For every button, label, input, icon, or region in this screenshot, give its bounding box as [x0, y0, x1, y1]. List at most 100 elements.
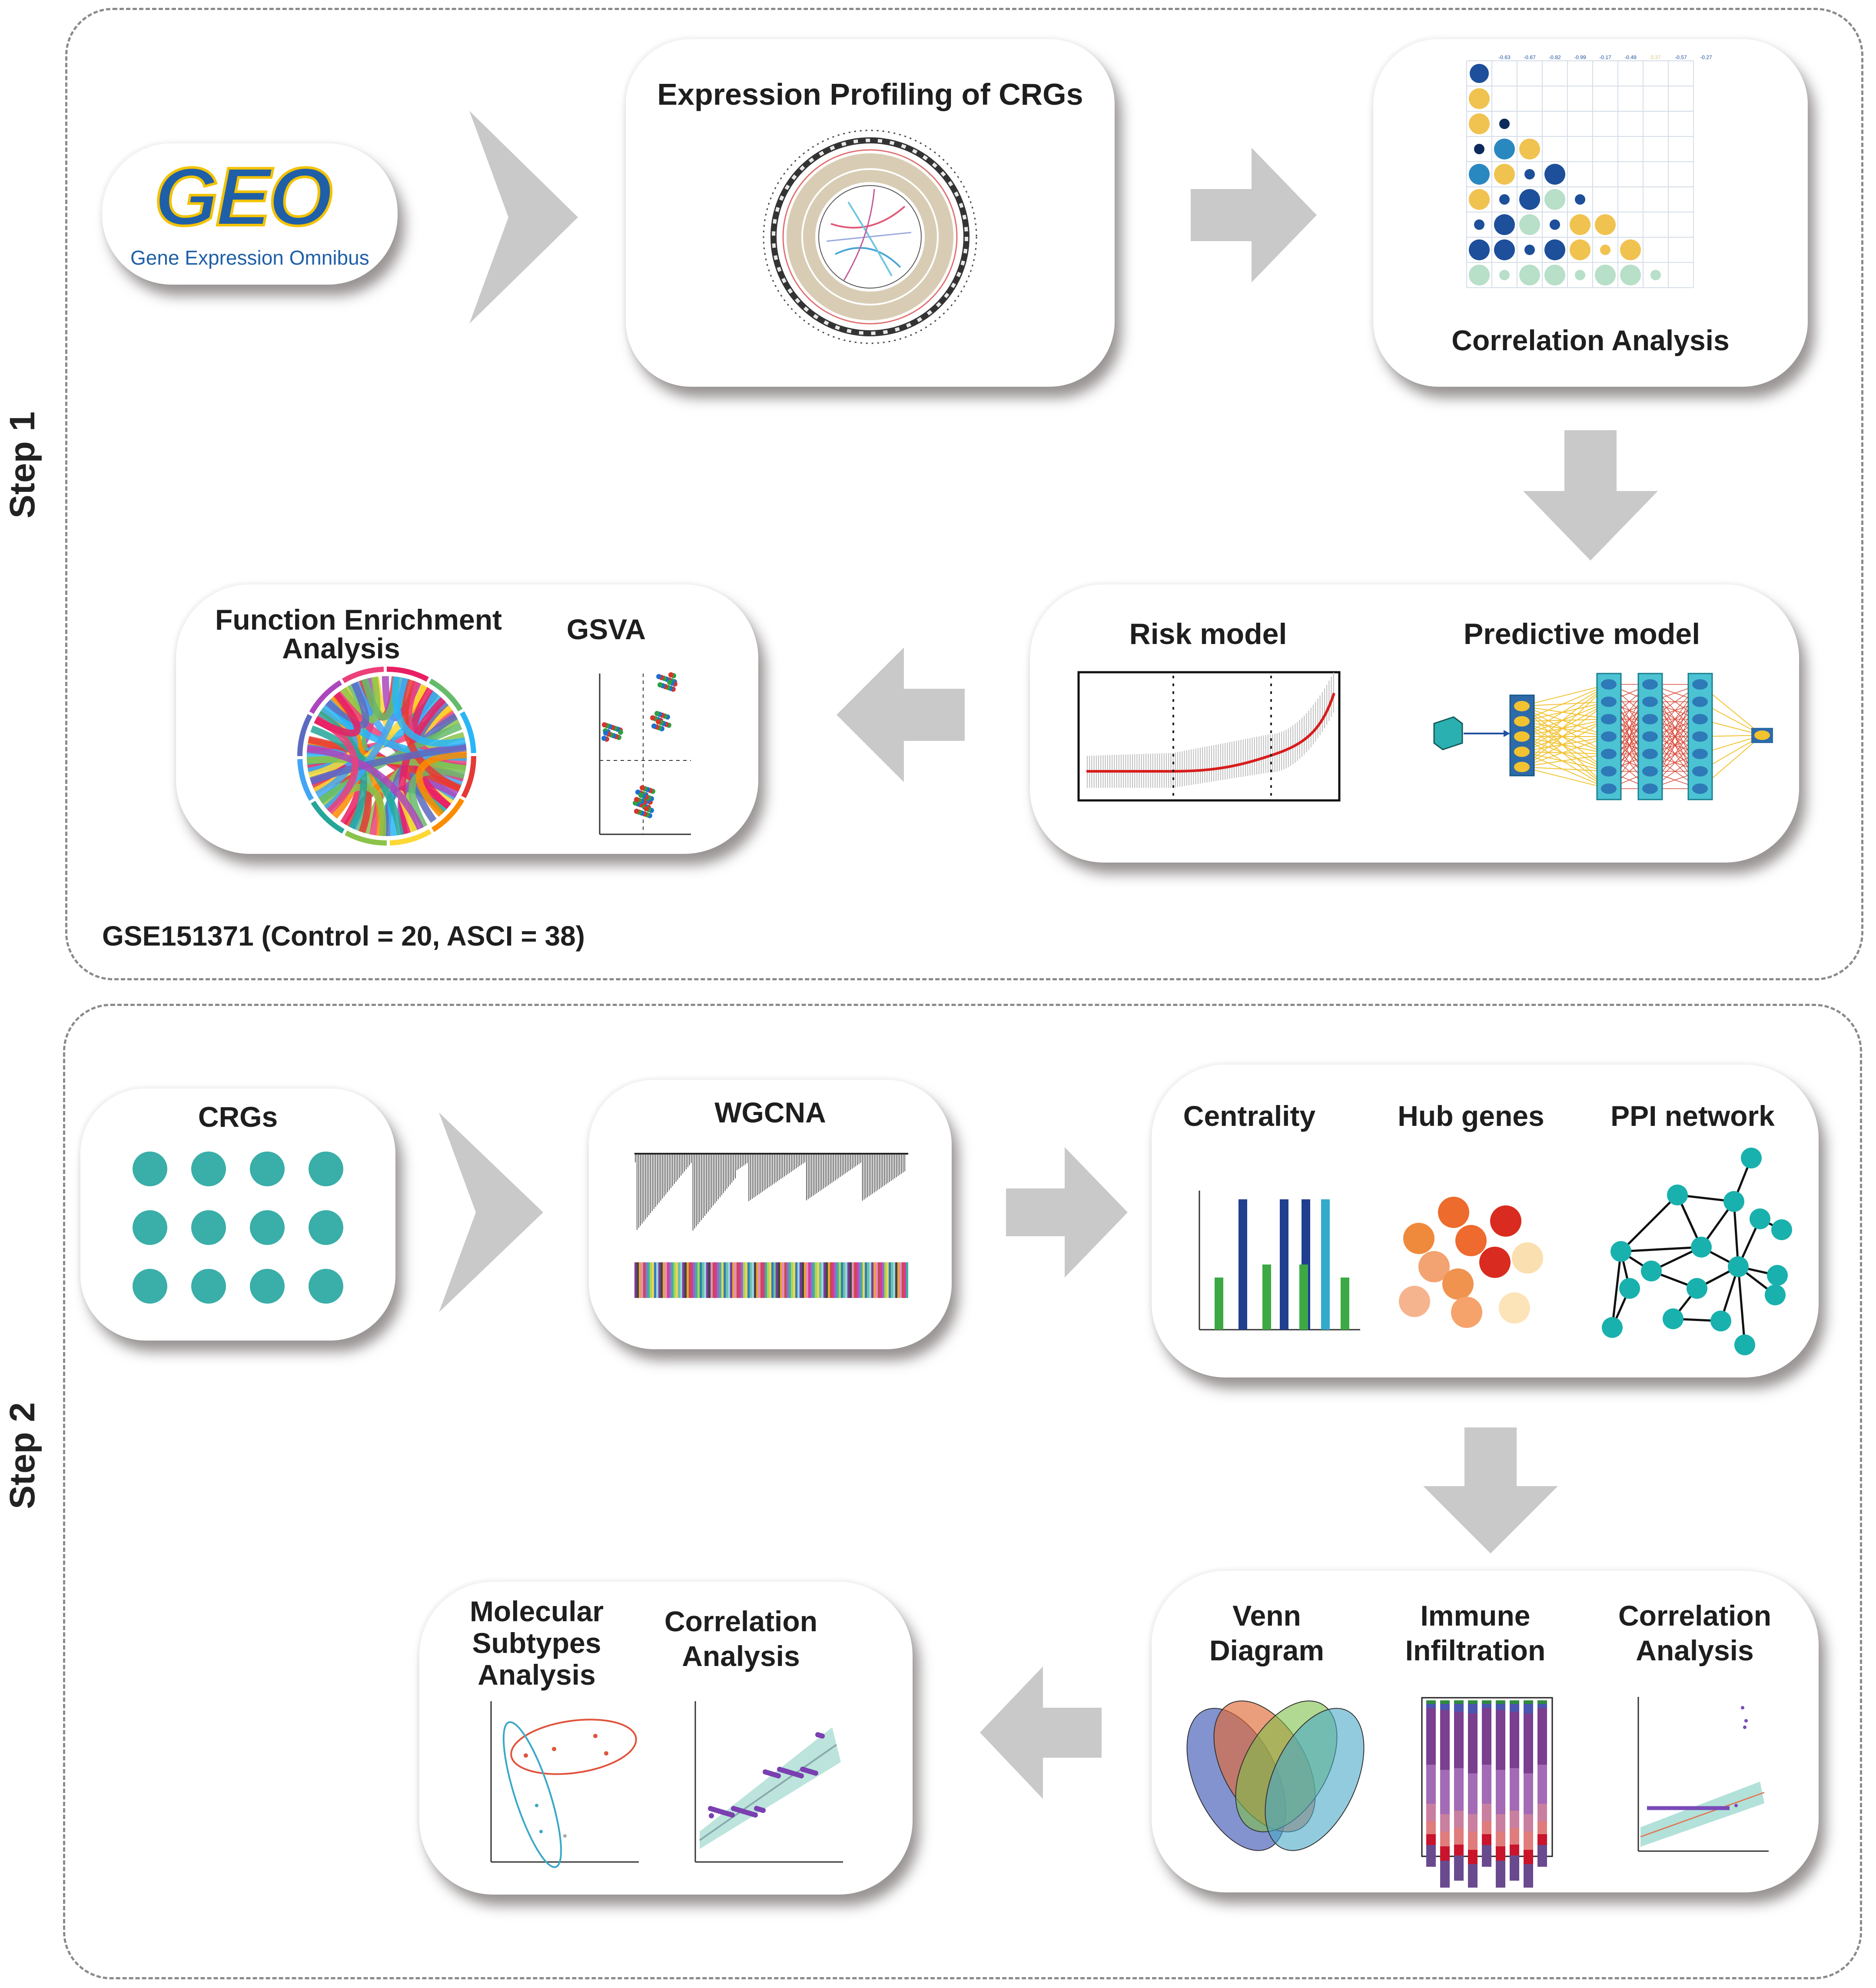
chord-arc	[311, 800, 345, 834]
corr-circle	[1575, 194, 1585, 205]
module-color-band	[884, 1262, 887, 1298]
hub-gene-node	[1479, 1247, 1511, 1278]
corr-circle	[1469, 239, 1490, 260]
scatter-point	[813, 1770, 818, 1776]
wgcna-title: WGCNA	[714, 1096, 826, 1128]
module-color-band	[810, 1262, 813, 1298]
immune-bar-segment	[1468, 1814, 1478, 1832]
corr-value-label: -0.27	[1700, 54, 1712, 60]
centrality-bar	[1238, 1199, 1247, 1330]
nn-edge	[1521, 706, 1609, 772]
hub-gene-node	[1399, 1286, 1430, 1317]
arrow-right-icon	[1006, 1147, 1128, 1278]
module-color-band	[897, 1262, 900, 1298]
nn-edge	[1521, 751, 1609, 754]
module-color-band	[682, 1262, 684, 1298]
module-color-band	[663, 1262, 665, 1298]
corr-circle	[1499, 194, 1510, 205]
nn-edge	[1521, 736, 1609, 767]
immune-bar-segment	[1426, 1834, 1436, 1845]
corr-value-label: -0.99	[1574, 54, 1586, 60]
module-color-band	[730, 1262, 732, 1298]
crg-dot	[250, 1269, 285, 1304]
nn-edge	[1521, 719, 1609, 767]
corr-circle	[1544, 189, 1565, 210]
crg-dot-grid	[133, 1152, 343, 1304]
step1-panel	[65, 8, 1863, 980]
chord-ribbon	[415, 751, 467, 817]
arrow-down-icon	[1423, 1427, 1558, 1553]
module-color-band	[680, 1262, 682, 1298]
chord-arc	[345, 830, 387, 846]
nn-node	[1514, 747, 1530, 757]
module-color-band	[654, 1262, 656, 1298]
corr-circle	[1524, 245, 1535, 255]
hub-gene-node	[1451, 1297, 1482, 1328]
molecular-subtypes-plot	[490, 1701, 639, 1868]
nn-edge	[1521, 721, 1609, 772]
module-color-band	[693, 1262, 695, 1298]
gsva-point	[640, 785, 645, 790]
module-color-band	[706, 1262, 708, 1298]
ppi-node	[1771, 1219, 1792, 1240]
ppi-title: PPI network	[1610, 1100, 1775, 1132]
immune-bar-segment	[1454, 1855, 1464, 1881]
geo-logo-mark: GEO	[153, 151, 334, 243]
nn-node	[1642, 749, 1658, 759]
nn-edge	[1521, 701, 1609, 722]
module-color-band	[791, 1262, 793, 1298]
immune-bar-segment	[1510, 1855, 1519, 1881]
immune-bar-segment	[1524, 1864, 1533, 1888]
nn-edge	[1521, 701, 1609, 752]
module-color-band	[889, 1262, 891, 1298]
immune-bar-segment	[1482, 1804, 1491, 1821]
nn-node	[1642, 714, 1658, 724]
corr-circle	[1595, 265, 1616, 285]
ppi-node	[1767, 1265, 1788, 1286]
corr-circle	[1524, 169, 1535, 179]
nn-node	[1692, 749, 1708, 759]
corr-circle	[1494, 139, 1515, 159]
immune-card: Venn Diagram Immune Infiltration Correla…	[1152, 1571, 1819, 1892]
corr-circle	[1544, 239, 1565, 260]
arrow-down-icon	[1523, 430, 1658, 561]
venn-title-1: Venn	[1232, 1600, 1301, 1632]
module-color-band	[789, 1262, 791, 1298]
immune-bar-segment	[1426, 1704, 1436, 1708]
immune-bar-segment	[1468, 1700, 1478, 1704]
chord-arc	[297, 714, 312, 757]
gsva-scatter	[599, 672, 691, 835]
corr-circle	[1519, 214, 1540, 235]
nn-node	[1601, 731, 1617, 742]
module-color-band	[708, 1262, 711, 1298]
module-color-band	[832, 1262, 834, 1298]
corr-circle	[1575, 270, 1585, 280]
module-color-band	[715, 1262, 717, 1298]
gsva-title: GSVA	[566, 613, 646, 645]
function-enrichment-title-2: Analysis	[282, 632, 400, 664]
module-color-band	[887, 1262, 889, 1298]
corr-circle	[1470, 64, 1489, 83]
corr-circle	[1469, 113, 1490, 134]
ppi-node	[1728, 1256, 1749, 1277]
nn-node	[1642, 766, 1658, 777]
module-color-band	[839, 1262, 841, 1298]
immune-bar-segment	[1496, 1814, 1505, 1832]
crg-dot	[191, 1210, 226, 1245]
ppi-edge	[1620, 1194, 1678, 1252]
network-card: Centrality Hub genes PPI network	[1152, 1065, 1819, 1377]
module-color-band	[778, 1262, 780, 1298]
nn-edge	[1521, 684, 1609, 767]
immune-bar-segment	[1482, 1845, 1491, 1867]
correlation-left-title-1: Correlation	[664, 1605, 818, 1637]
nn-node	[1692, 731, 1708, 742]
module-color-band	[650, 1262, 652, 1298]
module-color-band	[756, 1262, 758, 1298]
nn-edge	[1521, 721, 1609, 789]
module-color-band	[665, 1262, 667, 1298]
module-color-band	[719, 1262, 721, 1298]
wgcna-dendrogram	[634, 1153, 908, 1298]
step2-panel	[63, 1004, 1862, 1979]
module-color-band	[856, 1262, 858, 1298]
immune-bar-segment	[1426, 1708, 1436, 1765]
